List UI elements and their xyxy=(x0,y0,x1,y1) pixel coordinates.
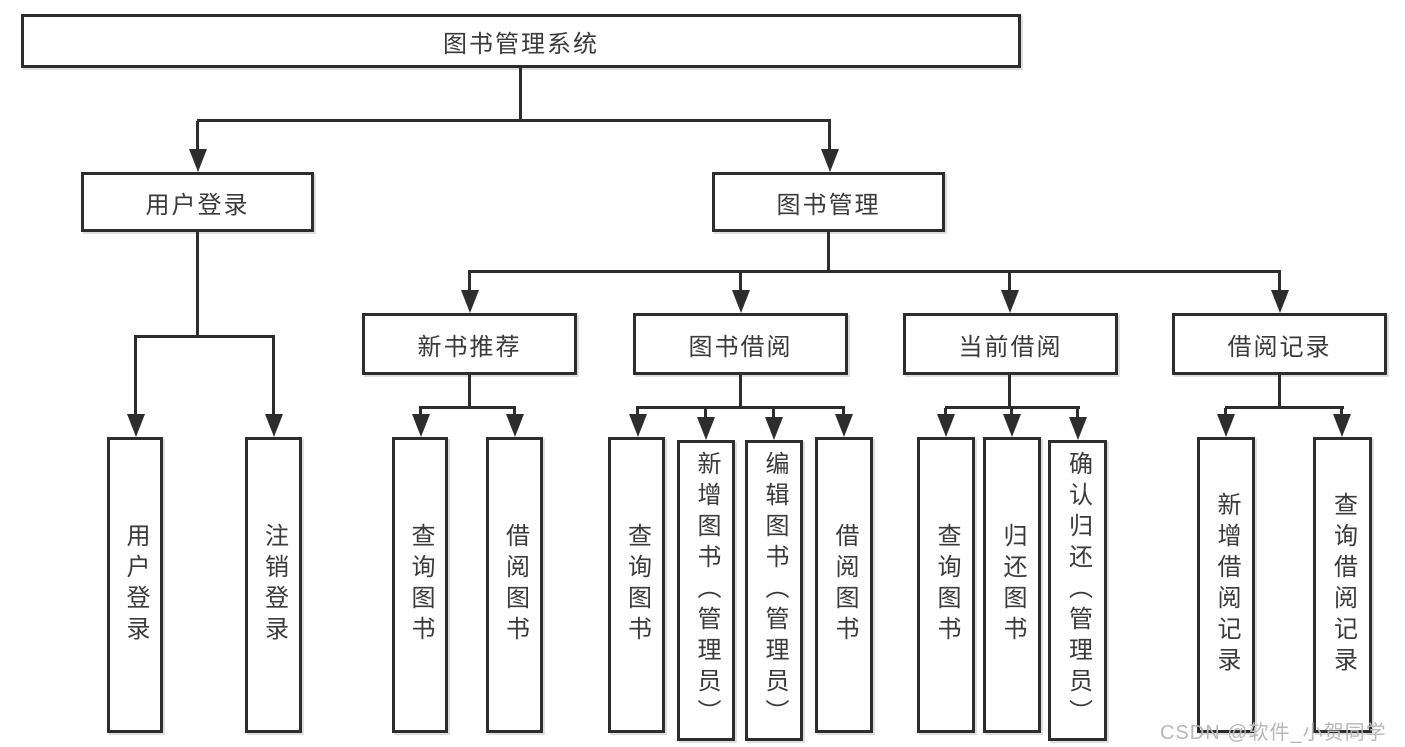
arrowhead-down-icon xyxy=(412,414,430,437)
connector-hline xyxy=(1225,406,1344,409)
connector-vline xyxy=(196,121,199,149)
node-new-book-recommend: 新书推荐 xyxy=(362,313,577,375)
leaf-bb-query-books: 查询图书 xyxy=(608,437,665,733)
connector-vline xyxy=(468,375,471,406)
connector-vline xyxy=(1340,408,1343,415)
connector-vline xyxy=(1008,375,1011,406)
leaf-label: 查询图书 xyxy=(623,523,651,647)
connector-vline xyxy=(1224,408,1227,415)
connector-vline xyxy=(519,68,522,120)
arrowhead-down-icon xyxy=(1069,417,1087,440)
connector-vline xyxy=(1278,375,1281,406)
node-borrowing-records: 借阅记录 xyxy=(1172,313,1387,375)
leaf-label: 借阅图书 xyxy=(501,523,529,647)
watermark-text: CSDN @软件_小贺同学 xyxy=(1160,722,1387,744)
arrowhead-down-icon xyxy=(732,290,750,313)
arrowhead-down-icon xyxy=(821,149,839,172)
connector-hline xyxy=(636,406,845,409)
connector-hline xyxy=(197,119,831,122)
connector-vline xyxy=(419,408,422,415)
node-current-borrowing: 当前借阅 xyxy=(903,313,1118,375)
connector-vline xyxy=(468,273,471,290)
leaf-label: 编辑图书（管理员） xyxy=(761,451,788,730)
node-book-borrowing: 图书借阅 xyxy=(633,313,848,375)
leaf-logout: 注销登录 xyxy=(245,437,302,733)
node-label: 新书推荐 xyxy=(417,333,522,361)
arrowhead-down-icon xyxy=(1001,290,1019,313)
leaf-bb-borrow-books: 借阅图书 xyxy=(815,437,873,733)
node-user-login-module: 用户登录 xyxy=(81,172,314,232)
connector-vline xyxy=(196,232,199,335)
connector-hline xyxy=(419,406,516,409)
arrowhead-down-icon xyxy=(765,417,783,440)
arrowhead-down-icon xyxy=(127,414,145,437)
connector-vline xyxy=(739,273,742,290)
connector-vline xyxy=(134,338,137,414)
node-book-management-module: 图书管理 xyxy=(712,172,945,232)
connector-vline xyxy=(1010,408,1013,415)
connector-vline xyxy=(827,232,830,270)
connector-vline xyxy=(828,121,831,149)
leaf-br-add-record: 新增借阅记录 xyxy=(1197,437,1255,733)
node-label: 图书管理系统 xyxy=(443,30,599,58)
node-label: 借阅记录 xyxy=(1227,333,1332,361)
connector-vline xyxy=(1076,408,1079,418)
leaf-label: 查询借阅记录 xyxy=(1329,492,1357,678)
connector-hline xyxy=(468,270,1281,273)
node-library-management-system: 图书管理系统 xyxy=(21,14,1021,68)
connector-hline xyxy=(945,406,1080,409)
connector-vline xyxy=(636,408,639,415)
connector-vline xyxy=(739,375,742,406)
connector-vline xyxy=(1278,273,1281,290)
arrowhead-down-icon xyxy=(461,290,479,313)
leaf-cb-confirm-return-admin: 确认归还（管理员） xyxy=(1048,440,1107,741)
arrowhead-down-icon xyxy=(1003,414,1021,437)
arrowhead-down-icon xyxy=(1333,414,1351,437)
connector-vline xyxy=(513,408,516,415)
leaf-cb-return-books: 归还图书 xyxy=(983,437,1041,733)
leaf-label: 新增借阅记录 xyxy=(1213,492,1240,678)
arrowhead-down-icon xyxy=(1271,290,1289,313)
node-label: 当前借阅 xyxy=(958,333,1063,361)
leaf-label: 用户登录 xyxy=(122,523,149,647)
leaf-label: 查询图书 xyxy=(407,523,434,647)
connector-vline xyxy=(842,408,845,415)
leaf-cb-query-books: 查询图书 xyxy=(917,437,975,733)
arrowhead-down-icon xyxy=(835,414,853,437)
leaf-label: 注销登录 xyxy=(260,523,288,647)
leaf-label: 新增图书（管理员） xyxy=(693,451,720,730)
connector-vline xyxy=(772,408,775,418)
connector-vline xyxy=(272,338,275,414)
leaf-user-login: 用户登录 xyxy=(107,437,163,733)
arrowhead-down-icon xyxy=(189,149,207,172)
connector-vline xyxy=(944,408,947,415)
connector-vline xyxy=(704,408,707,418)
leaf-label: 确认归还（管理员） xyxy=(1064,451,1092,730)
leaf-bb-add-books-admin: 新增图书（管理员） xyxy=(677,440,735,741)
leaf-bb-edit-books-admin: 编辑图书（管理员） xyxy=(745,440,803,741)
node-label: 图书借阅 xyxy=(688,333,793,361)
arrowhead-down-icon xyxy=(697,417,715,440)
leaf-nbr-borrow-books: 借阅图书 xyxy=(486,437,543,733)
arrowhead-down-icon xyxy=(506,414,524,437)
arrowhead-down-icon xyxy=(937,414,955,437)
arrowhead-down-icon xyxy=(1217,414,1235,437)
arrowhead-down-icon xyxy=(265,414,283,437)
arrowhead-down-icon xyxy=(629,414,647,437)
node-label: 图书管理 xyxy=(776,191,881,219)
connector-hline xyxy=(134,335,275,338)
leaf-nbr-query-books: 查询图书 xyxy=(392,437,448,733)
leaf-label: 归还图书 xyxy=(999,523,1026,647)
node-label: 用户登录 xyxy=(145,191,250,219)
connector-vline xyxy=(1008,273,1011,290)
leaf-label: 查询图书 xyxy=(933,523,960,647)
leaf-label: 借阅图书 xyxy=(831,523,858,647)
leaf-br-query-record: 查询借阅记录 xyxy=(1313,437,1372,733)
